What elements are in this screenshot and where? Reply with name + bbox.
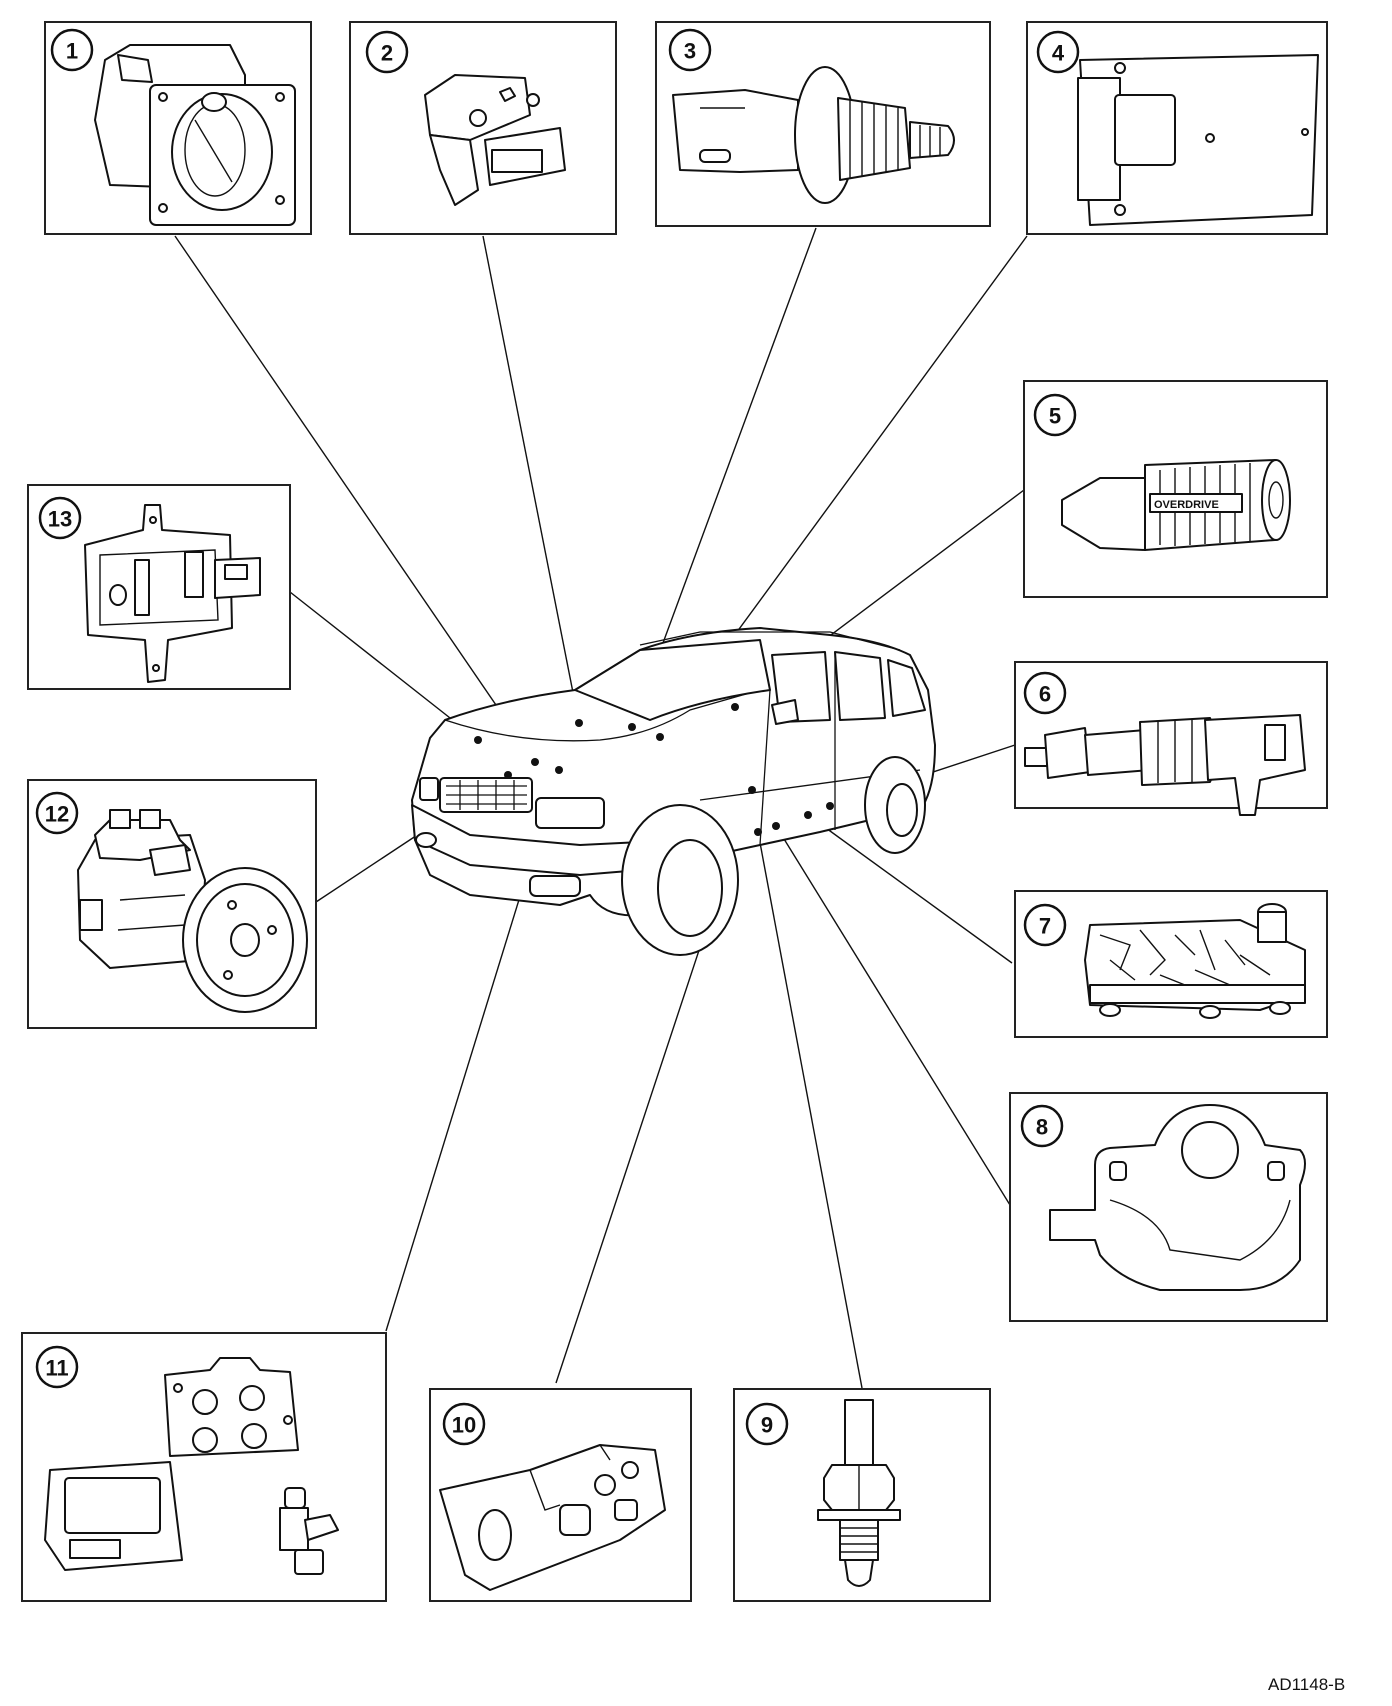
leader-8: [775, 825, 1011, 1206]
component-panel-13: 13: [27, 484, 291, 690]
component-panel-7: 7: [1014, 890, 1328, 1038]
leader-13: [289, 591, 479, 741]
component-panel-9: 9: [733, 1388, 991, 1602]
vehicle-headlight-right: [535, 797, 605, 829]
vehicle-side-mirror: [771, 699, 799, 725]
svg-text:9: 9: [761, 1413, 773, 1438]
leader-2: [482, 235, 580, 724]
callout-badge-3: 3: [668, 28, 712, 72]
callout-badge-5: 5: [1033, 393, 1077, 437]
svg-text:7: 7: [1039, 914, 1051, 939]
leader-9: [757, 831, 863, 1389]
range-sensor-8-illustration: [1049, 1104, 1306, 1291]
vehicle-quarter-window: [887, 659, 926, 717]
callout-badge-10: 10: [442, 1402, 486, 1446]
vehicle-door-line-front: [759, 689, 771, 846]
solenoid-10-illustration: [439, 1444, 666, 1591]
ac-compressor-12-illustration: [77, 809, 308, 1013]
svg-text:4: 4: [1052, 41, 1065, 66]
callout-badge-4: 4: [1036, 30, 1080, 74]
vehicle-fog-lamp-right: [529, 875, 581, 897]
component-panel-1: 1: [44, 21, 312, 235]
component-panel-4: 4: [1026, 21, 1328, 235]
oxygen-sensor-9-illustration: [817, 1399, 901, 1587]
svg-text:3: 3: [684, 39, 696, 64]
valve-body-7-illustration: [1084, 903, 1306, 1019]
vehicle-grille-mesh: [446, 780, 527, 810]
vehicle-hood-line: [444, 689, 761, 742]
callout-badge-12: 12: [35, 791, 79, 835]
control-module-4-illustration: [1077, 54, 1319, 226]
overdrive-switch-5-illustration: OVERDRIVE: [1061, 459, 1291, 551]
svg-text:OVERDRIVE: OVERDRIVE: [1154, 499, 1219, 511]
sensor-2-illustration: [424, 74, 566, 206]
svg-text:6: 6: [1039, 682, 1051, 707]
sensor-3-illustration: [672, 66, 955, 204]
svg-text:5: 5: [1049, 404, 1061, 429]
svg-text:8: 8: [1036, 1115, 1048, 1140]
svg-text:2: 2: [381, 41, 393, 66]
sensor-13-illustration: [84, 504, 261, 683]
callout-badge-8: 8: [1020, 1104, 1064, 1148]
component-location-dots: [474, 703, 834, 836]
callout-badge-7: 7: [1023, 903, 1067, 947]
vehicle-rear-door-window: [834, 651, 886, 721]
throttle-body-illustration: [94, 44, 296, 226]
component-panel-11: 11: [21, 1332, 387, 1602]
component-panel-2: 2: [349, 21, 617, 235]
callout-badge-9: 9: [745, 1402, 789, 1446]
component-panel-8: 8: [1009, 1092, 1328, 1322]
vehicle-illustration: [411, 627, 936, 956]
leader-1: [174, 235, 536, 763]
callout-badge-11: 11: [35, 1345, 79, 1389]
speed-sensor-6-illustration: [1024, 714, 1306, 816]
vehicle-headlight-left: [419, 777, 439, 801]
callout-badge-2: 2: [365, 30, 409, 74]
component-panel-10: 10: [429, 1388, 692, 1602]
svg-text:1: 1: [66, 39, 78, 64]
figure-code: AD1148-B: [1268, 1675, 1345, 1694]
vehicle-front-wheel-hub: [657, 839, 723, 937]
svg-text:10: 10: [452, 1413, 476, 1438]
sensor-group-11-illustration: [44, 1357, 339, 1575]
component-panel-3: 3: [655, 21, 991, 227]
component-panel-12: 12: [27, 779, 317, 1029]
svg-text:13: 13: [48, 507, 72, 532]
callout-badge-13: 13: [38, 496, 82, 540]
component-panel-5: OVERDRIVE 5: [1023, 380, 1328, 598]
svg-text:11: 11: [45, 1356, 68, 1381]
svg-text:12: 12: [45, 802, 69, 827]
callout-badge-6: 6: [1023, 671, 1067, 715]
callout-badge-1: 1: [50, 28, 94, 72]
leader-7: [807, 814, 1013, 964]
vehicle-rear-wheel-hub: [886, 783, 918, 837]
vehicle-roof-rack: [639, 631, 901, 651]
vehicle-fog-lamp-left: [415, 832, 437, 848]
component-panel-6: 6: [1014, 661, 1328, 816]
